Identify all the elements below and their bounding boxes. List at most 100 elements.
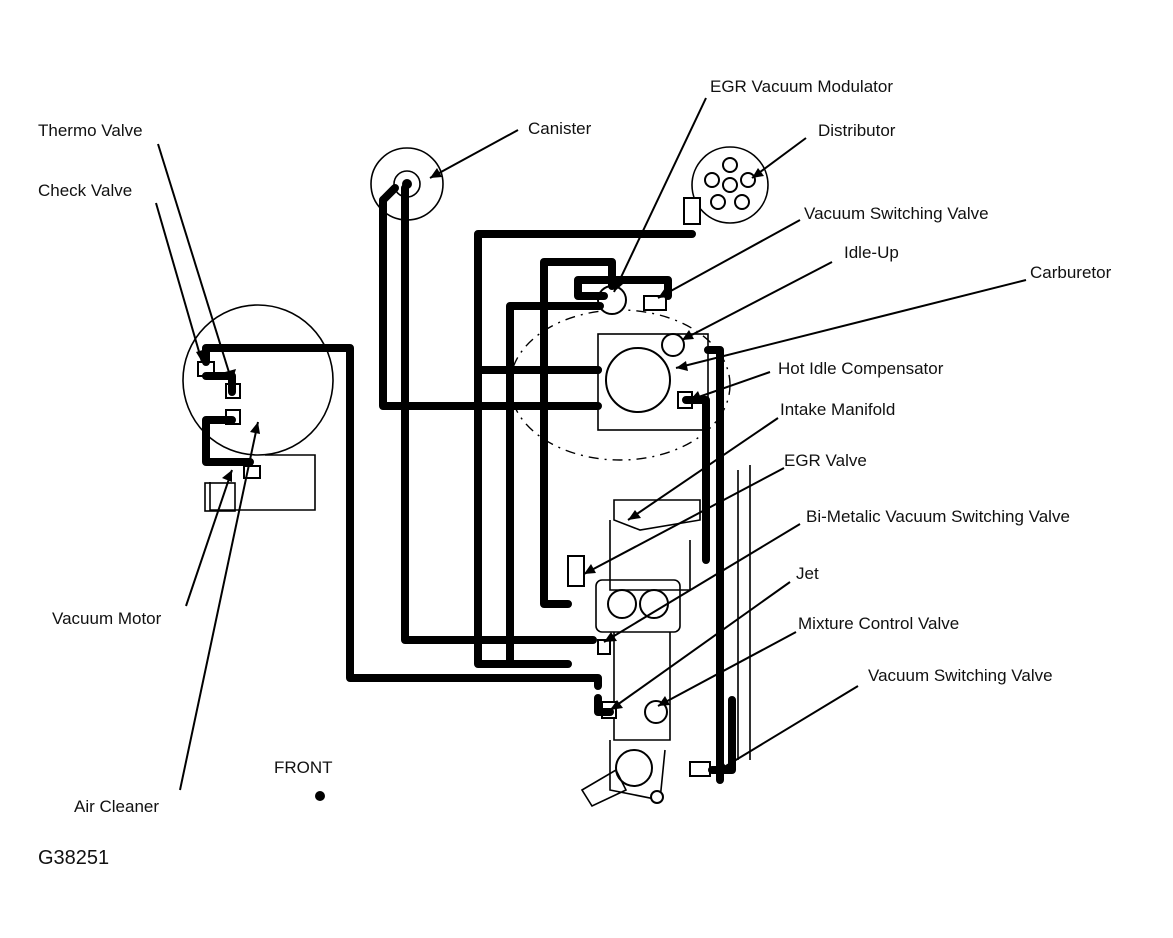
vacuum-switching-valve-top-body bbox=[643, 295, 667, 311]
vacuum-motor-leader bbox=[185, 469, 233, 607]
vacuum-hose bbox=[379, 184, 602, 410]
vacuum-advance-unit bbox=[683, 197, 701, 225]
canister-leader bbox=[429, 129, 519, 179]
egr-vacuum-modulator-leader bbox=[613, 97, 707, 293]
arrowhead bbox=[658, 288, 670, 298]
distributor bbox=[683, 146, 769, 225]
label-bi-metalic-vsv: Bi-Metalic Vacuum Switching Valve bbox=[806, 507, 1070, 526]
distributor-terminal bbox=[710, 194, 726, 210]
water-outlet-pipe bbox=[580, 768, 628, 808]
mixture-control-valve-leader bbox=[657, 631, 797, 707]
vacuum-hose bbox=[474, 366, 602, 668]
label-mixture-control-valve: Mixture Control Valve bbox=[798, 614, 959, 633]
arrowhead bbox=[682, 330, 694, 340]
thermo-valve-leader bbox=[157, 143, 233, 383]
arrowhead bbox=[430, 168, 442, 178]
egr-port bbox=[639, 589, 669, 619]
vacuum-hose bbox=[574, 276, 672, 300]
label-front: FRONT bbox=[274, 758, 333, 777]
label-distributor: Distributor bbox=[818, 121, 896, 140]
vacuum-hose bbox=[540, 258, 616, 608]
thermostat-housing bbox=[609, 740, 666, 801]
label-carburetor: Carburetor bbox=[1030, 263, 1112, 282]
vacuum-hoses bbox=[202, 184, 736, 784]
egr-valve-body bbox=[567, 555, 585, 587]
vacuum-switching-valve-bottom-body bbox=[689, 761, 711, 777]
arrowhead bbox=[225, 369, 236, 382]
front-marker-dot bbox=[315, 791, 325, 801]
callout-leaders bbox=[155, 97, 1027, 791]
vsv-top-leader bbox=[657, 219, 801, 299]
arrowhead bbox=[716, 762, 729, 772]
housing-bolt bbox=[650, 790, 664, 804]
vacuum-hose bbox=[704, 346, 724, 784]
arrowhead bbox=[222, 470, 232, 482]
bimetal-vsv-body bbox=[597, 639, 611, 655]
check-valve-leader bbox=[155, 202, 203, 363]
vsv-bottom-leader bbox=[715, 685, 859, 773]
label-vacuum-switching-valve-top: Vacuum Switching Valve bbox=[804, 204, 989, 223]
idle-up-unit bbox=[661, 333, 685, 357]
carburetor-throat bbox=[605, 347, 671, 413]
egr-valve-leader bbox=[583, 467, 785, 575]
distributor-terminal bbox=[722, 157, 738, 173]
arrowhead bbox=[614, 280, 623, 292]
arrowhead bbox=[690, 391, 702, 401]
arrowhead bbox=[752, 168, 764, 178]
label-vacuum-switching-valve-bottom: Vacuum Switching Valve bbox=[868, 666, 1053, 685]
vacuum-hose bbox=[506, 302, 604, 668]
vacuum-hose bbox=[401, 184, 597, 644]
distributor-cap bbox=[691, 146, 769, 224]
carburetor-leader bbox=[675, 279, 1027, 369]
intake-manifold-leader bbox=[627, 417, 779, 521]
distributor-terminal bbox=[734, 194, 750, 210]
label-intake-manifold: Intake Manifold bbox=[780, 400, 895, 419]
figure-code: G38251 bbox=[38, 847, 109, 869]
vacuum-motor-body bbox=[204, 482, 236, 512]
intake-manifold-plenum bbox=[613, 499, 701, 531]
air-cleaner-snorkel bbox=[209, 454, 316, 511]
arrowhead bbox=[250, 422, 260, 434]
egr-pipe bbox=[737, 465, 751, 760]
hot-idle-compensator-leader bbox=[689, 371, 771, 401]
arrowhead bbox=[610, 700, 623, 710]
air-cleaner-housing bbox=[182, 304, 334, 456]
idle-up-leader bbox=[681, 261, 833, 341]
arrowhead bbox=[604, 632, 617, 642]
labels: Thermo Valve Check Valve Vacuum Motor Ai… bbox=[38, 77, 1112, 869]
arrowhead bbox=[676, 361, 688, 371]
label-check-valve: Check Valve bbox=[38, 181, 132, 200]
mixture-control-valve-body bbox=[644, 700, 668, 724]
egr-valve-base bbox=[595, 579, 681, 633]
label-egr-vacuum-modulator: EGR Vacuum Modulator bbox=[710, 77, 893, 96]
mixture-passage bbox=[613, 632, 671, 741]
label-idle-up: Idle-Up bbox=[844, 243, 899, 262]
air-cleaner-leader bbox=[179, 421, 259, 791]
vacuum-hose bbox=[202, 416, 254, 466]
distributor-terminal bbox=[722, 177, 738, 193]
bimetal-vsv-leader bbox=[603, 523, 801, 643]
label-hot-idle-compensator: Hot Idle Compensator bbox=[778, 359, 944, 378]
distributor-terminal bbox=[704, 172, 720, 188]
thermostat-outlet bbox=[615, 749, 653, 787]
arrowhead bbox=[584, 564, 596, 574]
jet-leader bbox=[609, 581, 791, 711]
distributor-leader bbox=[751, 137, 807, 179]
vacuum-hose bbox=[202, 372, 236, 396]
arrowhead bbox=[196, 349, 206, 362]
vacuum-hose bbox=[594, 694, 614, 716]
vacuum-hose bbox=[682, 396, 710, 564]
label-egr-valve: EGR Valve bbox=[784, 451, 867, 470]
air-cleaner-assembly bbox=[182, 304, 334, 512]
distributor-terminal bbox=[740, 172, 756, 188]
label-thermo-valve: Thermo Valve bbox=[38, 121, 143, 140]
egr-port bbox=[607, 589, 637, 619]
label-jet: Jet bbox=[796, 564, 819, 583]
arrowhead bbox=[658, 696, 670, 706]
label-vacuum-motor: Vacuum Motor bbox=[52, 609, 162, 628]
vacuum-hose bbox=[202, 344, 602, 690]
label-air-cleaner: Air Cleaner bbox=[74, 797, 159, 816]
carburetor-body bbox=[597, 333, 709, 431]
arrowhead bbox=[628, 510, 641, 520]
